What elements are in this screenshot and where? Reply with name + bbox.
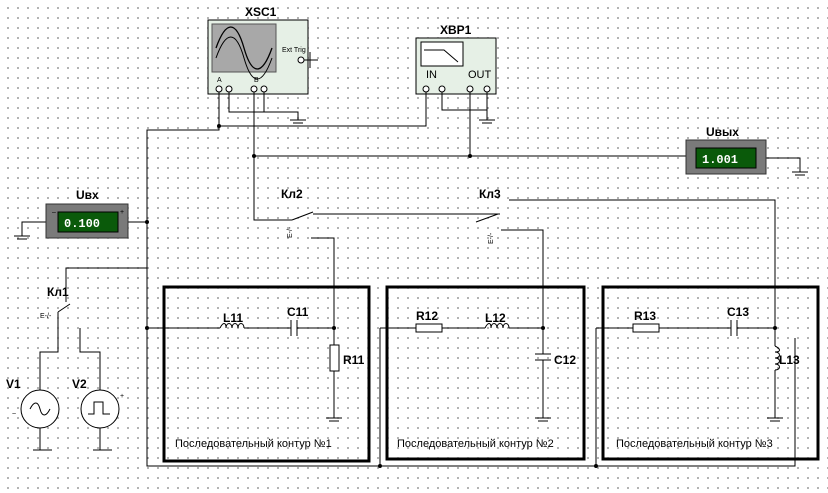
bode-in-label: IN [426, 69, 437, 81]
voltmeter-output[interactable]: Uвых 1.001 [685, 125, 767, 175]
source-v2-label: V2 [72, 377, 87, 391]
ch-b-ground-terminal[interactable] [260, 85, 268, 93]
circuit-1-title: Последовательный контур №1 [175, 438, 332, 450]
circuit-1-frame [162, 285, 371, 463]
series-circuit-2[interactable]: R12 L12 C12 Последовательный контур №2 [379, 285, 586, 466]
bode-plotter-screen [420, 41, 464, 67]
bode-out-plus-terminal[interactable] [466, 85, 474, 93]
ground-symbol [479, 119, 495, 124]
circuit-3-title: Последовательный контур №3 [616, 438, 773, 450]
circuit-2-title: Последовательный контур №2 [397, 438, 554, 450]
minus-terminal-label: – [52, 209, 56, 216]
circuit-3-frame [601, 285, 820, 461]
l12-label: L12 [485, 311, 506, 325]
ch-b-terminal[interactable] [250, 85, 258, 93]
l13-label: L13 [779, 353, 800, 367]
plus-terminal-label: + [120, 209, 124, 216]
switch-kl1-blade[interactable] [57, 303, 71, 313]
bode-out-label: OUT [468, 69, 492, 81]
switch-kl1-key: E-/- [40, 313, 52, 320]
ext-trig-terminal[interactable] [297, 56, 305, 64]
svg-text:+: + [120, 393, 124, 400]
ground-symbol [792, 171, 808, 176]
switch-kl2-label: Кл2 [281, 187, 303, 201]
source-v1[interactable]: V1 ~ [6, 377, 60, 429]
resistor-r11[interactable] [329, 344, 340, 372]
inductor-l11[interactable] [219, 323, 245, 329]
ch-a-label: A [217, 77, 222, 84]
bode-plotter-label: XBP1 [440, 23, 472, 37]
voltmeter-output-value: 1.001 [702, 153, 738, 167]
voltmeter-input-display [57, 211, 119, 233]
resistor-r12[interactable] [415, 323, 443, 333]
voltmeter-output-label: Uвых [706, 125, 739, 139]
ch-a-ground-terminal[interactable] [225, 85, 233, 93]
voltmeter-output-display [695, 147, 757, 169]
inductor-l12[interactable] [484, 323, 510, 329]
switch-kl2-key: E-/- [287, 226, 294, 238]
switch-kl3-key: E-/- [488, 232, 495, 244]
ground-symbol [290, 119, 306, 124]
bode-in-minus-terminal[interactable] [438, 85, 446, 93]
r13-label: R13 [634, 309, 656, 323]
sine-wave-icon [215, 26, 273, 70]
series-circuit-3[interactable]: R13 C13 L13 Последовательный контур №3 [595, 285, 820, 466]
voltmeter-input[interactable]: Uвх 0.100 – + [45, 188, 129, 239]
switch-kl1-label: Кл1 [47, 285, 69, 299]
voltmeter-input-value: 0.100 [64, 217, 100, 231]
c11-label: C11 [287, 305, 309, 319]
bode-plotter-xbp1[interactable]: XBP1 IN OUT [415, 23, 497, 95]
frequency-response-icon [424, 49, 459, 63]
pulse-source-icon [80, 389, 120, 429]
switch-kl3-label: Кл3 [479, 187, 501, 201]
oscilloscope-label: XSC1 [245, 5, 277, 19]
c12-label: C12 [554, 353, 576, 367]
r11-label: R11 [343, 353, 365, 367]
r12-label: R12 [416, 309, 438, 323]
circuit-2-frame [385, 285, 586, 461]
voltmeter-input-label: Uвх [76, 188, 99, 202]
resistor-r13[interactable] [632, 323, 660, 333]
bode-in-plus-terminal[interactable] [422, 85, 430, 93]
ground-symbol [14, 235, 30, 240]
bode-out-minus-terminal[interactable] [483, 85, 491, 93]
c13-label: C13 [727, 305, 749, 319]
ch-a-terminal[interactable] [215, 85, 223, 93]
source-v1-label: V1 [6, 377, 21, 391]
ch-b-label: B [254, 77, 259, 84]
series-circuit-1[interactable]: L11 C11 R11 Последовательный контур №1 [162, 285, 371, 463]
switch-kl2-blade[interactable] [291, 211, 314, 221]
source-v2[interactable]: V2 + [72, 377, 124, 429]
inductor-l13[interactable] [774, 345, 780, 371]
oscilloscope-xsc1[interactable]: XSC1 Ext Trig A B [207, 5, 309, 95]
svg-text:~: ~ [12, 411, 16, 418]
ext-trig-label: Ext Trig [282, 47, 306, 54]
sine-wave-icon [215, 36, 273, 80]
l11-label: L11 [223, 311, 243, 325]
